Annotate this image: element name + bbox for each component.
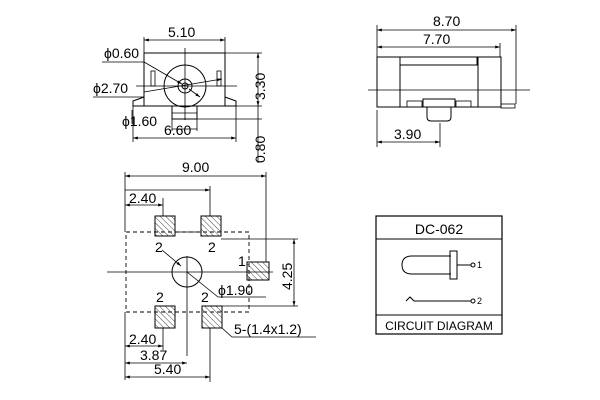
plug-symbol-flange bbox=[449, 250, 458, 280]
pin1-label: 1 bbox=[477, 260, 482, 270]
left-flange bbox=[132, 96, 145, 107]
circuit-model-label: DC-062 bbox=[415, 221, 463, 237]
dim-label-9-00: 9.00 bbox=[182, 159, 209, 175]
pad-bottom-right bbox=[201, 305, 223, 329]
dim-label-5-40: 5.40 bbox=[154, 361, 181, 377]
side-pin-top bbox=[422, 98, 456, 108]
dim-label-3-90: 3.90 bbox=[394, 126, 421, 142]
dim-label-5-10: 5.10 bbox=[168, 24, 195, 40]
pad-top-right bbox=[200, 215, 222, 237]
side-top-strip bbox=[399, 56, 478, 66]
circuit-caption: CIRCUIT DIAGRAM bbox=[385, 319, 493, 333]
pin1-terminal bbox=[470, 262, 476, 268]
pin2-terminal bbox=[470, 298, 476, 304]
dim-label-phi-1-90: ϕ1.90 bbox=[218, 282, 253, 298]
dim-label-0-80: 0.80 bbox=[252, 136, 268, 163]
side-view: 8.70 7.70 3.90 bbox=[368, 13, 530, 147]
pad-right bbox=[246, 261, 270, 281]
dim-label-7-70: 7.70 bbox=[423, 31, 450, 47]
dim-label-3-30: 3.30 bbox=[252, 73, 268, 100]
circuit-box-outline bbox=[375, 215, 503, 335]
right-slot bbox=[216, 70, 222, 87]
dim-label-3-87: 3.87 bbox=[140, 347, 167, 363]
circuit-diagram-box: DC-062 CIRCUIT DIAGRAM 1 2 bbox=[375, 215, 503, 335]
pad-top-left bbox=[154, 215, 176, 237]
side-tab bbox=[500, 103, 516, 109]
dim-label-phi-0-60: ϕ0.60 bbox=[104, 45, 139, 61]
dim-label-pad-spec: 5-(1.4x1.2) bbox=[234, 321, 302, 337]
pad-bottom-left bbox=[154, 305, 176, 329]
left-slot bbox=[150, 70, 156, 87]
pad-label-bottom-right: 2 bbox=[201, 289, 209, 305]
dim-label-8-70: 8.70 bbox=[433, 13, 460, 29]
dim-label-2-40-top: 2.40 bbox=[129, 190, 156, 206]
footprint-view: 2 2 1 2 2 ϕ1.90 9.00 2.40 4.25 5-(1.4x1.… bbox=[107, 159, 316, 382]
pad-label-top-left: 2 bbox=[155, 239, 163, 255]
pad-label-right: 1 bbox=[238, 253, 246, 269]
side-pin bbox=[426, 107, 452, 122]
pad-label-bottom-left: 2 bbox=[156, 289, 164, 305]
right-flange bbox=[224, 96, 237, 107]
pad-label-top-right: 2 bbox=[208, 239, 216, 255]
spring-contact-symbol bbox=[405, 296, 471, 302]
pin2-label: 2 bbox=[477, 296, 482, 306]
pin-body bbox=[171, 105, 198, 120]
dim-label-6-60: 6.60 bbox=[164, 122, 191, 138]
front-view: 5.10 ϕ0.60 ϕ2.70 3.30 ϕ1.60 6.60 0.80 bbox=[93, 24, 268, 163]
dim-label-4-25: 4.25 bbox=[279, 263, 295, 290]
plug-symbol-body bbox=[401, 255, 451, 275]
dim-label-phi-2-70: ϕ2.70 bbox=[93, 80, 128, 96]
dim-label-phi-1-60: ϕ1.60 bbox=[122, 113, 157, 129]
dim-label-2-40-bottom: 2.40 bbox=[129, 331, 156, 347]
